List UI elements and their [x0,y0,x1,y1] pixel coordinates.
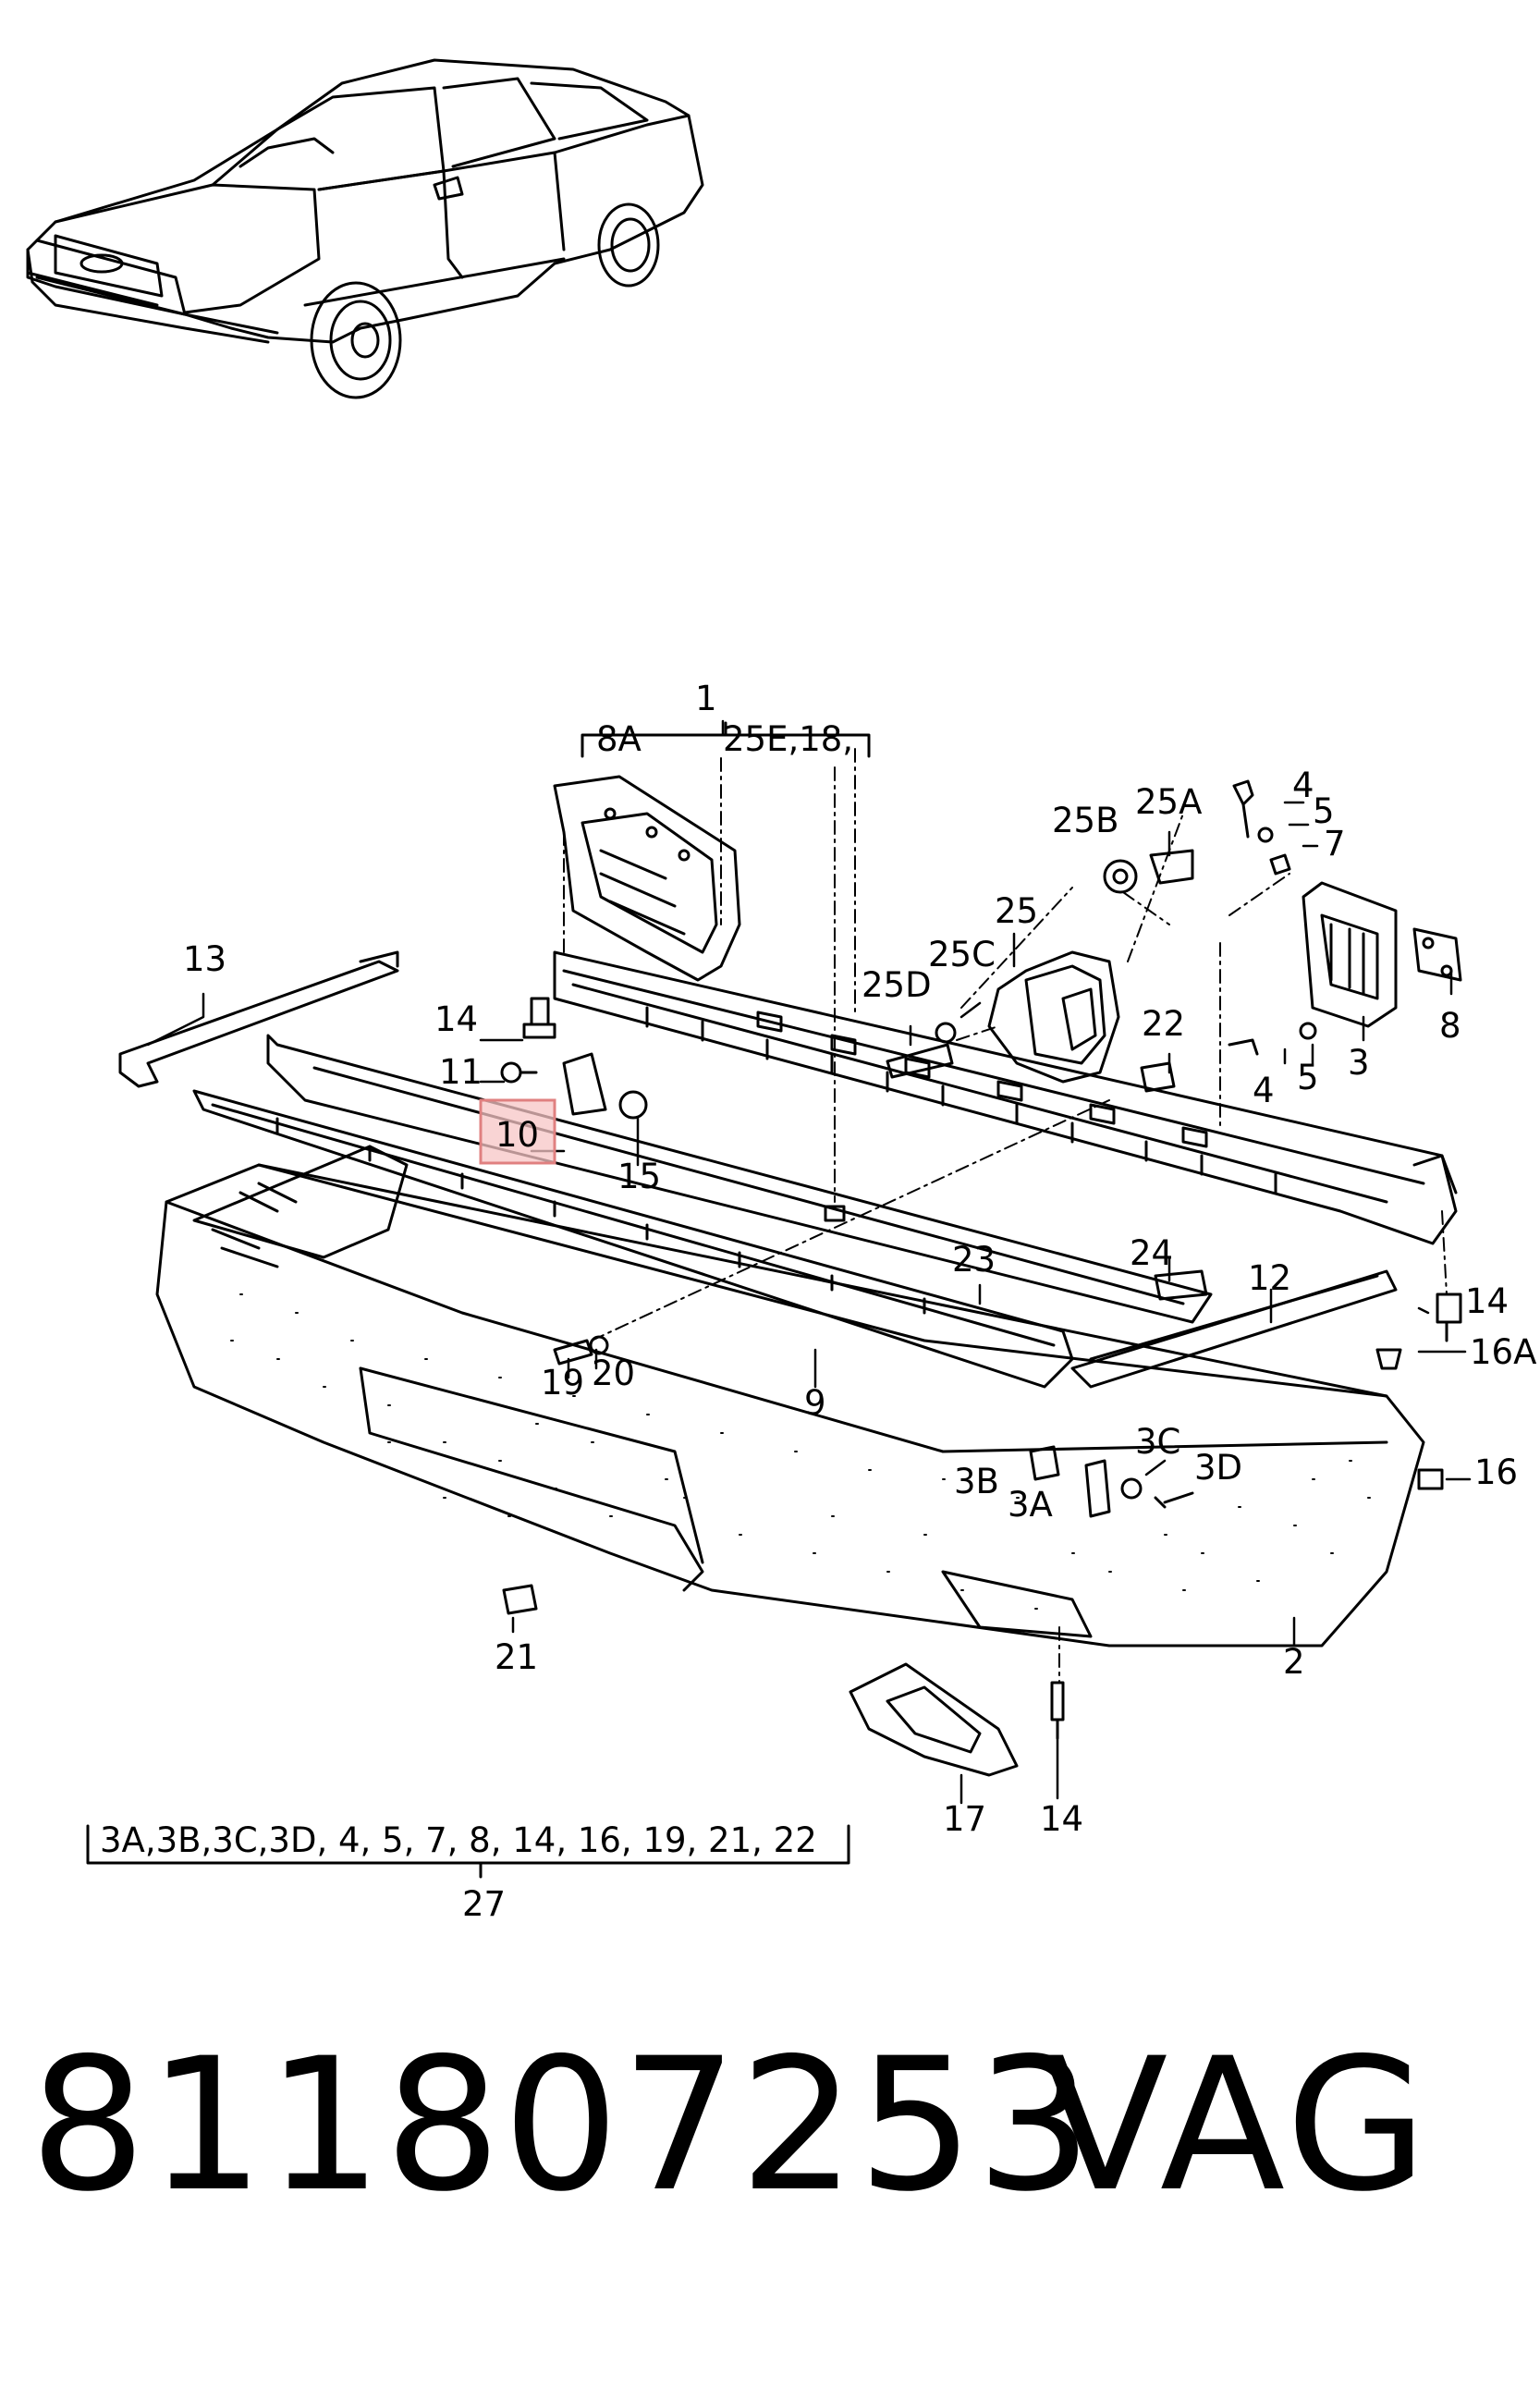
callout-3a: 3A [1008,1485,1053,1525]
bumper-speckle [230,1293,1371,1610]
part-number: 811807253 [30,2018,1094,2232]
callout-3b: 3B [954,1462,999,1501]
callout-4-top: 4 [1292,766,1314,805]
callout-23: 23 [952,1240,996,1280]
callout-5-lower: 5 [1297,1058,1319,1097]
callout-5-top: 5 [1313,791,1335,831]
callout-9: 9 [804,1383,826,1423]
callout-1: 1 [695,679,717,718]
bumper-carrier [553,950,1458,1245]
kit-contents-list: 3A,3B,3C,3D, 4, 5, 7, 8, 14, 16, 19, 21,… [100,1820,817,1860]
callout-4-lower: 4 [1253,1071,1275,1110]
callout-labels: 1 8A 25E,18, 13 14 11 10 15 25B 25A 4 5 … [100,679,1536,1924]
callout-2: 2 [1283,1642,1305,1682]
guide-lines [563,748,1448,1684]
callout-13: 13 [183,939,226,979]
callout-14-bottom: 14 [1040,1799,1083,1839]
callout-14-right: 14 [1465,1281,1509,1321]
bumper-cover-2 [155,1145,1425,1648]
callout-11: 11 [439,1052,483,1092]
callout-15: 15 [617,1157,661,1196]
grille-17 [849,1662,1019,1777]
kit-bracket-bottom [86,1824,850,1879]
callout-3: 3 [1348,1043,1370,1083]
strip-23 [266,1034,1213,1324]
bracket-3 [1302,881,1398,1028]
callout-16a: 16A [1470,1332,1536,1372]
callout-25c: 25C [928,935,996,974]
callout-7: 7 [1324,824,1346,864]
callout-25d: 25D [862,965,932,1005]
callout-16: 16 [1474,1452,1518,1492]
fasteners [500,779,1462,1740]
callout-27: 27 [462,1884,506,1924]
callout-10: 10 [495,1115,539,1155]
callout-8a: 8A [596,719,642,759]
callout-3c: 3C [1135,1422,1180,1462]
trim-13 [118,960,399,1088]
bracket-25 [987,950,1120,1084]
callout-21: 21 [495,1637,538,1677]
plate-8 [1412,927,1462,982]
callout-25b: 25B [1052,801,1118,840]
callout-17: 17 [943,1799,986,1839]
callout-19: 19 [541,1363,584,1403]
highlight-part-10 [479,1098,556,1165]
leader-lines [146,719,1472,1805]
kit-bracket-top [581,721,871,758]
callout-3d: 3D [1194,1448,1242,1488]
callout-12: 12 [1248,1258,1291,1298]
callout-24: 24 [1130,1233,1173,1273]
trim-12 [1070,1269,1398,1389]
callout-25e-18: 25E,18, [723,719,853,759]
callout-14-upper: 14 [434,999,478,1039]
brand-name: VAG [1043,2018,1432,2232]
callout-25: 25 [995,891,1038,931]
car-illustration [26,58,704,399]
callout-25a: 25A [1135,782,1202,822]
callout-8: 8 [1439,1006,1461,1046]
callout-20: 20 [592,1354,635,1393]
bracket-8a [553,775,741,982]
callout-22: 22 [1142,1004,1185,1044]
